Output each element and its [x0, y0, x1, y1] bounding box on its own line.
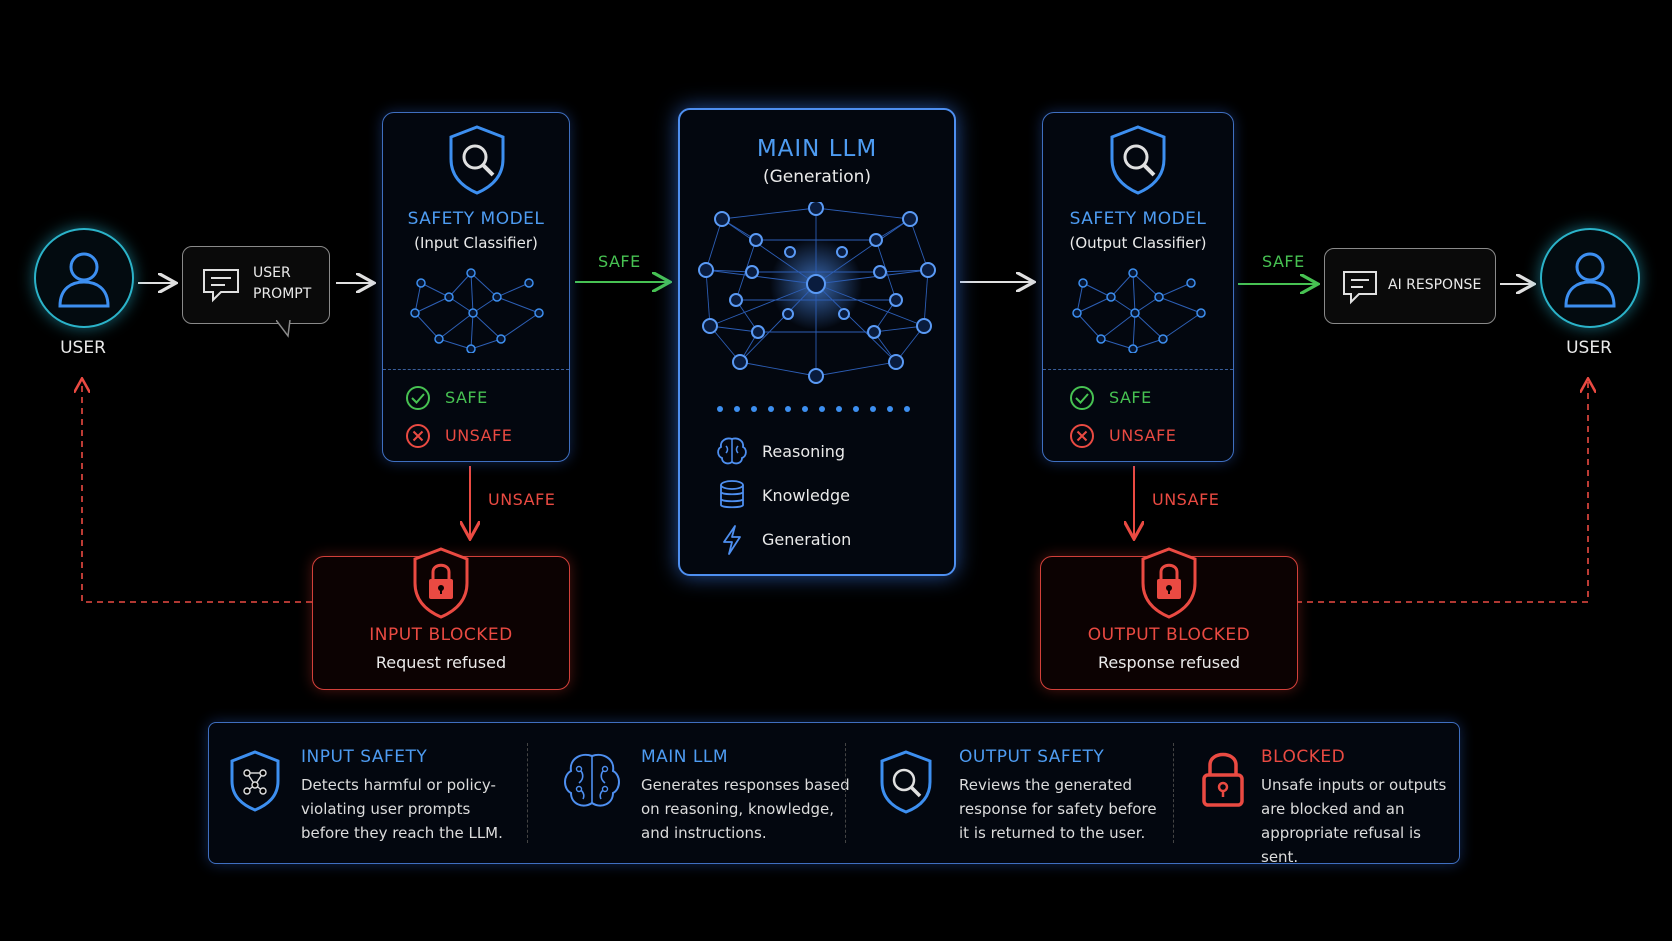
unsafe-in-label: UNSAFE	[488, 490, 556, 509]
user-avatar-right	[1540, 228, 1640, 328]
lightning-icon	[723, 525, 741, 555]
feature-reasoning: Reasoning	[762, 442, 846, 461]
legend-text-main-llm: Generates responses based on reasoning, …	[641, 773, 850, 845]
main-llm-card: MAIN LLM (Generation)	[678, 108, 956, 576]
database-icon	[720, 480, 744, 509]
legend-title-input-safety: INPUT SAFETY	[301, 747, 428, 767]
legend-line: Detects harmful or policy-	[301, 776, 496, 794]
brain-icon	[717, 437, 747, 465]
lock-icon	[1202, 752, 1244, 807]
legend-line: violating user prompts	[301, 800, 471, 818]
chat-bubble-icon	[203, 269, 239, 303]
x-circle-icon	[1070, 424, 1094, 448]
shield-search-icon	[1110, 125, 1166, 195]
legend-line: appropriate refusal is sent.	[1261, 824, 1421, 866]
input-blocked-title: INPUT BLOCKED	[369, 625, 513, 645]
shield-network-icon	[230, 750, 280, 812]
output-safety-model-card: SAFETY MODEL (Output Classifier) SAFE UN…	[1042, 112, 1234, 462]
ai-response-label: AI RESPONSE	[1388, 277, 1482, 293]
neural-network-graphic	[698, 202, 936, 384]
shield-lock-icon	[1141, 547, 1197, 619]
output-safe-label: SAFE	[1109, 388, 1152, 407]
user-avatar-left	[34, 228, 134, 328]
legend-line: are blocked and an	[1261, 800, 1405, 818]
output-model-subtitle: (Output Classifier)	[1069, 234, 1207, 252]
legend-line: Unsafe inputs or outputs	[1261, 776, 1447, 794]
output-blocked-subtitle: Response refused	[1097, 653, 1241, 672]
input-model-subtitle: (Input Classifier)	[414, 234, 538, 252]
legend-line: before they reach the LLM.	[301, 824, 503, 842]
user-prompt-box: USER PROMPT	[182, 246, 330, 324]
legend-line: Generates responses based	[641, 776, 850, 794]
legend-text-blocked: Unsafe inputs or outputs are blocked and…	[1261, 773, 1459, 869]
legend-text-input-safety: Detects harmful or policy- violating use…	[301, 773, 503, 845]
legend-title-main-llm: MAIN LLM	[641, 747, 729, 767]
user-prompt-line2: PROMPT	[253, 286, 312, 302]
network-graphic	[1072, 268, 1206, 353]
main-llm-title: MAIN LLM	[756, 136, 878, 162]
user-icon	[1564, 252, 1616, 308]
feature-knowledge: Knowledge	[762, 486, 850, 505]
input-safe-label: SAFE	[445, 388, 488, 407]
safe-out-label: SAFE	[1262, 252, 1305, 271]
brain-icon	[564, 753, 620, 807]
input-unsafe-label: UNSAFE	[445, 426, 513, 445]
user-label-right: USER	[1566, 338, 1612, 358]
user-label-left: USER	[60, 338, 106, 358]
shield-search-icon	[880, 750, 932, 814]
refusal-path-right	[1296, 380, 1588, 603]
legend-divider	[527, 743, 528, 843]
legend-line: it is returned to the user.	[959, 824, 1146, 842]
dotted-separator	[717, 406, 910, 412]
legend-line: and instructions.	[641, 824, 767, 842]
user-icon	[58, 252, 110, 308]
input-safety-model-card: SAFETY MODEL (Input Classifier) SAFE UNS…	[382, 112, 570, 462]
output-blocked-title: OUTPUT BLOCKED	[1087, 625, 1251, 645]
chat-bubble-icon	[1343, 271, 1377, 305]
user-prompt-line1: USER	[253, 265, 291, 281]
network-graphic	[410, 268, 544, 353]
main-llm-subtitle: (Generation)	[762, 167, 872, 187]
output-blocked-card: OUTPUT BLOCKED Response refused	[1040, 547, 1298, 690]
output-unsafe-label: UNSAFE	[1109, 426, 1177, 445]
unsafe-out-label: UNSAFE	[1152, 490, 1220, 509]
divider	[1043, 369, 1233, 370]
legend-divider	[1173, 743, 1174, 843]
output-model-title: SAFETY MODEL	[1069, 209, 1207, 229]
legend-line: on reasoning, knowledge,	[641, 800, 835, 818]
legend-divider	[845, 743, 846, 843]
input-model-title: SAFETY MODEL	[407, 209, 545, 229]
input-blocked-subtitle: Request refused	[375, 653, 507, 672]
refusal-path-left	[82, 380, 312, 603]
input-blocked-card: INPUT BLOCKED Request refused	[312, 547, 570, 690]
shield-search-icon	[449, 125, 505, 195]
legend-title-blocked: BLOCKED	[1261, 747, 1346, 767]
legend-line: response for safety before	[959, 800, 1157, 818]
legend-title-output-safety: OUTPUT SAFETY	[959, 747, 1105, 767]
x-circle-icon	[406, 424, 430, 448]
divider	[383, 369, 569, 370]
legend-line: Reviews the generated	[959, 776, 1132, 794]
check-circle-icon	[1070, 386, 1094, 410]
legend-text-output-safety: Reviews the generated response for safet…	[959, 773, 1157, 845]
ai-response-box: AI RESPONSE	[1324, 248, 1496, 324]
shield-lock-icon	[413, 547, 469, 619]
speech-tail	[276, 320, 291, 338]
legend-panel: INPUT SAFETY Detects harmful or policy- …	[208, 722, 1460, 866]
safe-in-label: SAFE	[598, 252, 641, 271]
feature-generation: Generation	[762, 530, 852, 549]
check-circle-icon	[406, 386, 430, 410]
